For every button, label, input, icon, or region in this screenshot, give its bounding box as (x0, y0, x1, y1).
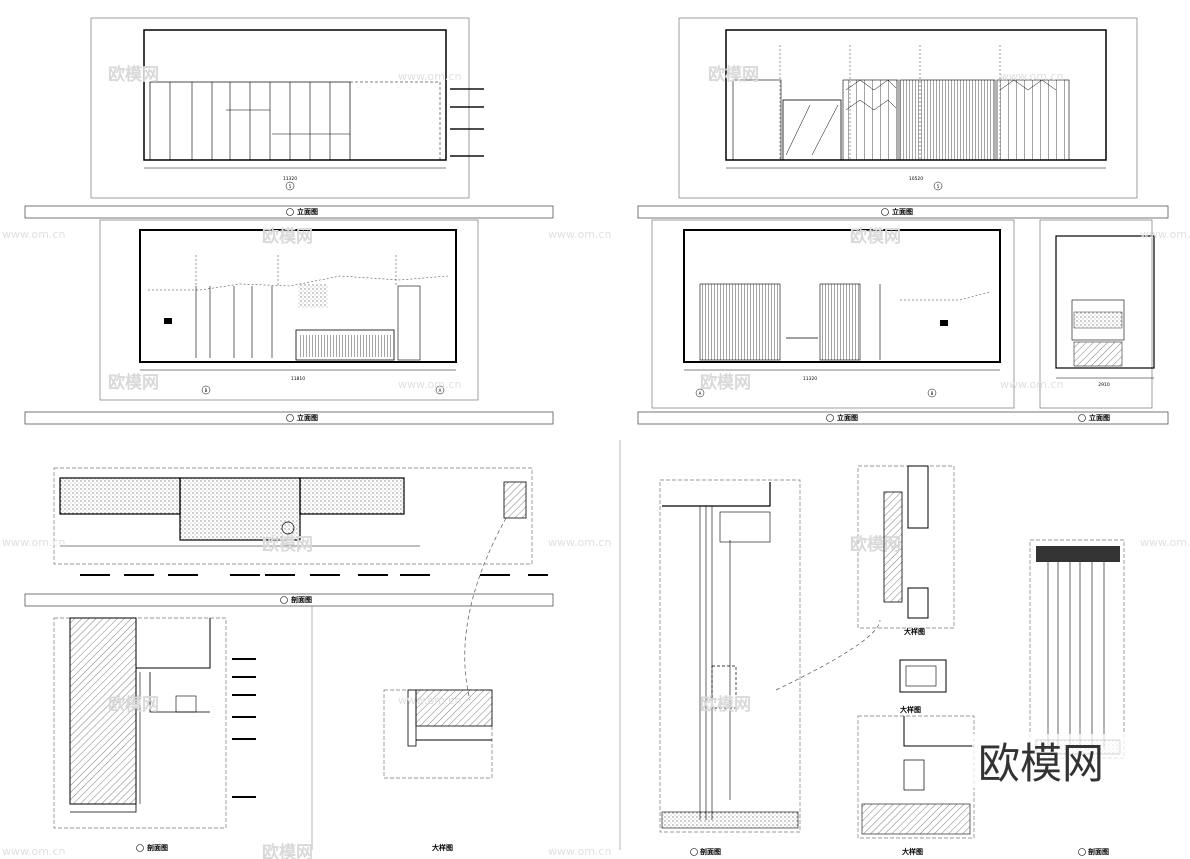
watermark-brand: 欧模网 (708, 64, 759, 85)
watermark-brand-large: 欧模网 (978, 739, 1104, 788)
watermark-url: www.om.cn (1000, 378, 1063, 391)
detail-br-upper: 大样图 (857, 465, 955, 636)
detail-bottom-middle: 大样图 (383, 689, 493, 852)
elevation-top-left: 11320 5 (90, 17, 484, 199)
section-bottom-right: 剖面图 (659, 479, 881, 856)
dim-total: 11320 (803, 376, 817, 382)
caption-bar-mid-right: 立面图 立面图 (637, 411, 1169, 425)
watermark-brand: 欧模网 (262, 534, 313, 555)
axis-marker: 5 (289, 184, 292, 189)
caption-detail-br2: 大样图 (904, 627, 925, 636)
axis-marker: B (931, 391, 934, 396)
watermark-brand: 欧模网 (700, 694, 751, 715)
watermark-url: www.om.cn (1140, 536, 1190, 549)
watermark-url: www.om.cn (548, 228, 611, 241)
plan-detail (53, 467, 548, 701)
dim-total: 11810 (291, 376, 305, 382)
detail-br-mid: 大样图 (899, 659, 947, 714)
watermark-brand: 欧模网 (850, 534, 901, 555)
watermark-url: www.om.cn (398, 70, 461, 83)
caption-detail-far: 剖面图 (1088, 847, 1109, 856)
dim-total: 10520 (909, 176, 923, 182)
caption-elev-top-right: 立面图 (892, 207, 913, 216)
detail-br-lower: 大样图 (857, 715, 975, 856)
dim-total: 11320 (283, 176, 297, 182)
dim-total: 2910 (1098, 382, 1110, 388)
caption-detail-br1: 剖面图 (700, 847, 721, 856)
watermark-url: www.om.cn (2, 536, 65, 549)
elevation-mid-right: 11320 A B (651, 219, 1015, 409)
caption-detail-br4: 大样图 (902, 847, 923, 856)
caption-bar-top-right: 立面图 (637, 205, 1169, 219)
watermark-layer: 欧模网 www.om.cn 欧模网 www.om.cn www.om.cn 欧模… (2, 64, 1190, 859)
watermark-brand: 欧模网 (262, 226, 313, 247)
watermark-url: www.om.cn (2, 845, 65, 858)
caption-bar-mid-left: 立面图 (24, 411, 554, 425)
watermark-brand: 欧模网 (108, 372, 159, 393)
axis-marker: 5 (937, 184, 940, 189)
watermark-brand: 欧模网 (108, 64, 159, 85)
watermark-url: www.om.cn (548, 845, 611, 858)
caption-bar-top-left: 立面图 (24, 205, 554, 219)
caption-elev-side: 立面图 (1089, 413, 1110, 422)
caption-detail-bl: 剖面图 (147, 843, 168, 852)
axis-marker: A (439, 388, 442, 393)
caption-elev-top-left: 立面图 (297, 207, 318, 216)
caption-bar-plan: 剖面图 (24, 593, 554, 607)
watermark-url: www.om.cn (1000, 70, 1063, 83)
watermark-url: www.om.cn (548, 536, 611, 549)
axis-marker: A (699, 391, 702, 396)
elevation-top-right: 10520 5 (678, 17, 1138, 199)
elevation-mid-left: 11810 B A (99, 219, 479, 401)
watermark-url: www.om.cn (398, 694, 461, 707)
elevation-side: 2910 (1039, 219, 1155, 409)
caption-elev-mid-left: 立面图 (297, 413, 318, 422)
caption-elev-mid-right: 立面图 (837, 413, 858, 422)
section-far-right: 剖面图 (1029, 539, 1125, 856)
watermark-url: www.om.cn (1140, 228, 1190, 241)
watermark-url: www.om.cn (2, 228, 65, 241)
caption-detail-bm: 大样图 (432, 843, 453, 852)
caption-detail-br3: 大样图 (900, 705, 921, 714)
axis-marker: B (205, 388, 208, 393)
watermark-url: www.om.cn (398, 378, 461, 391)
watermark-brand: 欧模网 (108, 694, 159, 715)
watermark-brand: 欧模网 (700, 372, 751, 393)
watermark-brand: 欧模网 (262, 842, 313, 859)
section-bottom-left: 剖面图 (53, 617, 256, 852)
watermark-brand: 欧模网 (850, 226, 901, 247)
caption-plan-detail: 剖面图 (291, 595, 312, 604)
